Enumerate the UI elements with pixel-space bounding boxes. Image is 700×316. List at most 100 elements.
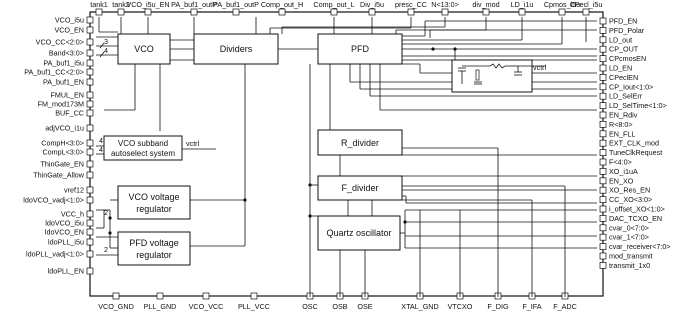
left-pin-label: VCO_EN (54, 26, 84, 35)
left-pin-vcc-h (86, 210, 94, 218)
bottom-pin-label: VCO_GND (98, 302, 134, 311)
right-pin-label: XO_i1uA (609, 167, 638, 176)
left-pin-label: ldoPLL_vadj<1:0> (26, 250, 84, 259)
right-pin-label: CC_XO<3:0> (609, 195, 652, 204)
bottom-pin-label: OSC (302, 302, 318, 311)
right-pin-r-8-0 (599, 121, 607, 128)
left-pin-label: ldoVCO_i5u (45, 219, 84, 228)
right-pin-dac-tcxo-en (599, 215, 607, 222)
right-pin-label: XO_Res_EN (609, 186, 650, 195)
right-pin-label: LD_EN (609, 64, 632, 73)
left-pin-label: CompL<3:0> (42, 148, 84, 157)
internal-wiring: vctrl 3 4 4 4 vctrl (96, 17, 597, 297)
right-pin-ld-seltime-1-0 (599, 102, 607, 109)
right-pin-ld-selerr (599, 92, 607, 100)
right-pin-xo-res-en (599, 186, 607, 194)
subband-label-2: autoselect system (111, 149, 175, 158)
left-pin-pa-buf1-en (86, 78, 94, 86)
r-divider-block: R_divider (317, 129, 403, 156)
right-pin-cc-xo-3-0 (599, 196, 607, 203)
vco-regulator-block: VCO voltage regulator (117, 185, 191, 220)
bottom-pin-label: OSE (357, 302, 372, 311)
top-pin-cpecl-i5u (582, 8, 590, 16)
left-pin-buf-cc (86, 109, 94, 117)
bus-width-2b: 2 (104, 245, 108, 254)
left-pin-label: VCC_h (61, 210, 84, 219)
top-pin-label: PA_buf1_outP (171, 0, 217, 9)
right-pin-label: EN_XO (609, 176, 634, 185)
left-pin-label: PA_buf1_CC<2:0> (24, 68, 84, 77)
right-pin-cpeclen (599, 74, 607, 81)
left-pin-label: adjVCO_i1u (45, 124, 84, 133)
right-pin-en-fll (599, 130, 607, 138)
right-pin-pfd-polar (599, 27, 607, 34)
top-pin-label: Div_i5u (360, 0, 384, 9)
subband-block: VCO subband autoselect system (103, 135, 183, 161)
right-pin-label: CP_Iout<1:0> (609, 82, 653, 91)
top-pin-label: Cpmos_i5u (544, 0, 580, 9)
left-pin-label: FMUL_EN (50, 91, 84, 100)
bus-width-3: 3 (104, 37, 108, 46)
bottom-pin-label: PLL_GND (144, 302, 177, 311)
vctrl-label-subband: vctrl (186, 139, 200, 148)
right-pin-tuneclkrequest (599, 149, 607, 156)
right-pin-ld-en (599, 64, 607, 72)
dividers-block-label: Dividers (220, 44, 253, 54)
right-pin-en-xo (599, 177, 607, 185)
right-pin-label: mod_transmit (609, 252, 653, 261)
top-pin-cpmos-i5u (558, 8, 566, 16)
right-pin-transmit-1x0 (599, 262, 607, 269)
loop-filter (451, 59, 533, 93)
left-pin-thingate-allow (86, 171, 94, 179)
left-pin-label: ldoVCO_vadj<1:0> (23, 196, 84, 205)
left-pin-adjvco-i1u (86, 124, 94, 132)
top-pin-label: LD_i1u (511, 0, 534, 9)
top-pin-comp-out-h (278, 8, 286, 16)
left-pin-compl-3-0 (86, 148, 94, 156)
left-pin-ldovco-en (86, 228, 94, 236)
right-pin-label: cvar_0<7:0> (609, 223, 649, 232)
pfd-block-label: PFD (351, 44, 370, 54)
vco-block: VCO (117, 33, 171, 65)
right-pin-label: CPcmosEN (609, 54, 646, 63)
left-pin-pa-buf1-cc-2-0 (86, 68, 94, 76)
right-pin-ext-clk-mod (599, 139, 607, 147)
right-pin-label: i_offset_XO<1:0> (609, 205, 665, 214)
bus-width-4c: 4 (99, 145, 103, 154)
left-pin-vref12 (86, 186, 94, 194)
left-pin-label: Band<3:0> (49, 49, 84, 58)
bus-width-4b: 4 (99, 136, 103, 145)
vctrl-label-filter: vctrl (533, 63, 547, 72)
vco-block-label: VCO (134, 44, 154, 54)
top-pin-label: Comp_out_L (313, 0, 354, 9)
right-pins: PFD_ENPFD_PolarLD_outCP_OUTCPcmosENLD_EN… (599, 17, 671, 270)
left-pin-ldopll-en (86, 267, 94, 275)
left-pin-pa-buf1-i5u (86, 59, 94, 67)
bottom-pin-label: F_DIG (487, 302, 509, 311)
bottom-pin-vco-vcc (202, 292, 210, 300)
top-pin-vco-i5u-en (144, 8, 152, 16)
left-pin-label: VCO_CC<2:0> (36, 38, 84, 47)
top-pin-label: Comp_out_H (261, 0, 303, 9)
top-pin-ld-i1u (518, 8, 526, 16)
left-pin-fm-mod173m (86, 100, 94, 108)
right-pin-label: R<8:0> (609, 120, 633, 129)
bottom-pin-label: F_ADC (553, 302, 577, 311)
right-pin-cvar-0-7-0 (599, 224, 607, 232)
left-pin-ldopll-i5u (86, 238, 94, 246)
left-pin-vco-cc-2-0 (86, 38, 94, 46)
right-pin-f-4-0 (599, 158, 607, 166)
left-pin-label: FM_mod173M (38, 100, 84, 109)
quartz-oscillator-block: Quartz oscillator (317, 215, 401, 251)
right-pin-cp-iout-1-0 (599, 83, 607, 91)
top-pin-comp-out-l (330, 8, 338, 16)
left-pin-thingate-en (86, 160, 94, 168)
top-pin-pa-buf1-outp (190, 8, 198, 16)
right-pin-label: CP_OUT (609, 45, 639, 54)
right-pin-cpcmosen (599, 55, 607, 62)
left-pins: VCO_i5uVCO_ENVCO_CC<2:0>Band<3:0>PA_buf1… (23, 16, 94, 276)
top-pin-n-13-0 (441, 8, 449, 16)
left-pin-band-3-0 (86, 49, 94, 57)
